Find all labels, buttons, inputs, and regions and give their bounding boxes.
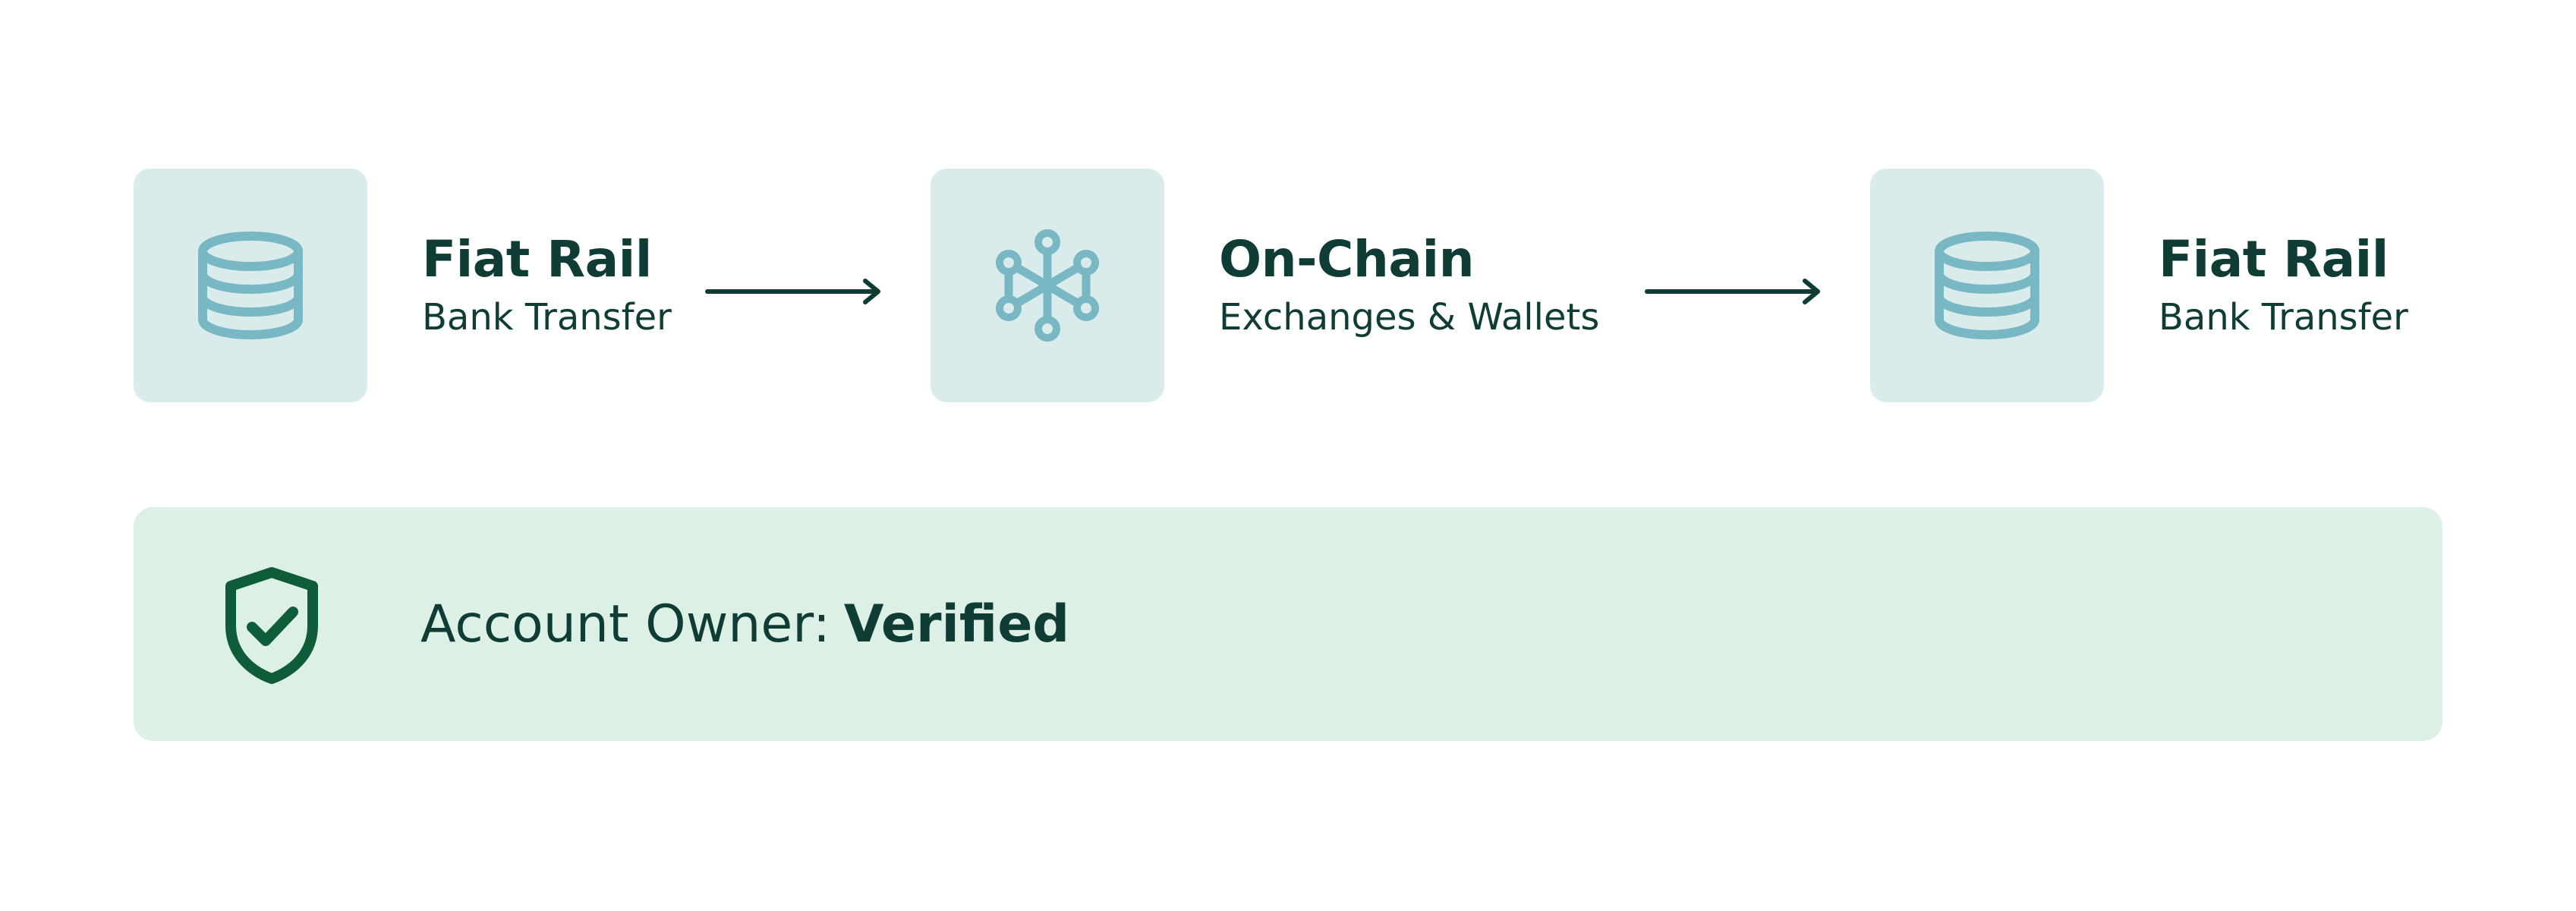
flow-node-fiat-rail-destination: Fiat Rail Bank Transfer xyxy=(1870,169,2408,402)
node-title: On-Chain xyxy=(1219,230,1475,288)
node-subtitle: Bank Transfer xyxy=(2159,296,2408,339)
node-title: Fiat Rail xyxy=(2159,230,2389,288)
node-subtitle: Bank Transfer xyxy=(422,296,672,339)
verification-panel: Account Owner: Verified xyxy=(134,507,2442,741)
verification-status: Account Owner: Verified xyxy=(420,507,1069,741)
flow-arrow xyxy=(704,276,883,307)
arrow-right-icon xyxy=(1645,279,1820,304)
node-text: Fiat Rail Bank Transfer xyxy=(2159,229,2408,342)
flow-arrow xyxy=(1644,276,1823,307)
shield-check-icon xyxy=(223,566,320,685)
node-title: Fiat Rail xyxy=(422,230,652,288)
network-icon xyxy=(996,229,1099,342)
node-text: Fiat Rail Bank Transfer xyxy=(422,229,672,342)
node-subtitle: Exchanges & Wallets xyxy=(1219,296,1600,339)
node-icon-tile xyxy=(1870,169,2104,402)
node-icon-tile xyxy=(134,169,367,402)
database-icon xyxy=(1935,232,2039,339)
arrow-right-icon xyxy=(705,279,880,304)
flow-node-on-chain: On-Chain Exchanges & Wallets xyxy=(931,169,1599,402)
flow-node-fiat-rail-source: Fiat Rail Bank Transfer xyxy=(134,169,672,402)
verification-value: Verified xyxy=(843,594,1069,654)
database-icon xyxy=(198,232,303,339)
node-icon-tile xyxy=(931,169,1164,402)
verification-label: Account Owner: xyxy=(420,594,830,654)
node-text: On-Chain Exchanges & Wallets xyxy=(1219,229,1599,342)
